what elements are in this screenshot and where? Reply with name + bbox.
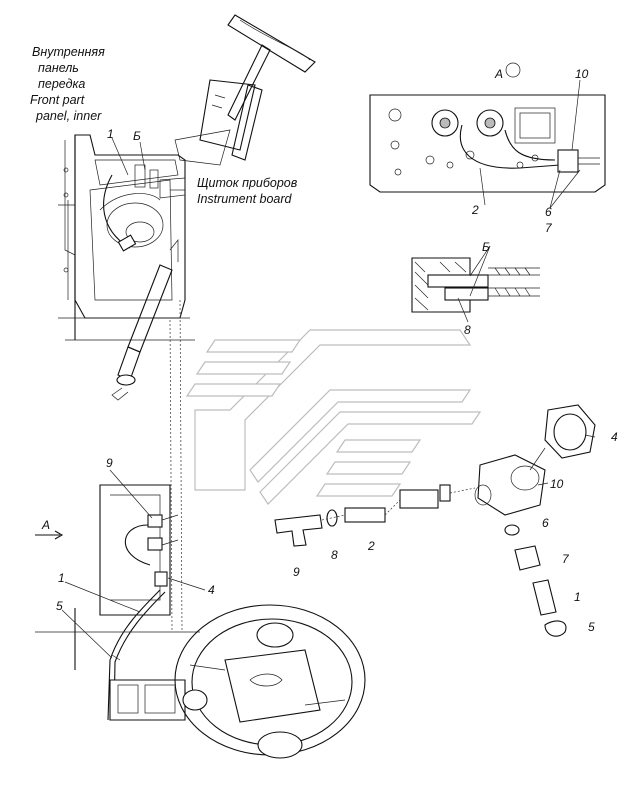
inner-panel-caption-2: панель <box>38 61 79 75</box>
callout-1-right: 1 <box>574 590 581 604</box>
callout-8-detail: 8 <box>464 323 471 337</box>
callout-7-right: 7 <box>562 552 570 566</box>
instrument-board-caption-1: Щиток приборов <box>197 176 298 190</box>
callout-10-top: 10 <box>575 67 589 81</box>
callout-2-top: 2 <box>471 203 479 217</box>
watermark-logo <box>185 329 482 505</box>
view-a-panel <box>369 62 606 193</box>
callout-2-bottom: 2 <box>367 539 375 553</box>
view-a-label: А <box>494 67 503 81</box>
callout-6-top: 6 <box>545 205 552 219</box>
inner-panel-caption-4: Front part <box>30 93 85 107</box>
exploded-parts <box>274 404 596 637</box>
callout-6-right: 6 <box>542 516 549 530</box>
inner-panel-caption-1: Внутренняя <box>32 45 105 59</box>
callout-9-left: 9 <box>106 456 113 470</box>
steering-wheel-sketch-top <box>174 14 316 166</box>
detail-b <box>411 245 540 313</box>
callout-9-bottom: 9 <box>293 565 300 579</box>
callout-1-top: 1 <box>107 127 114 141</box>
view-a-arrow-label: А <box>41 518 50 532</box>
callout-1-left: 1 <box>58 571 65 585</box>
callout-10-right: 10 <box>550 477 564 491</box>
instrument-board-caption-2: Instrument board <box>197 192 293 206</box>
view-b-detail-label: Б <box>482 240 490 254</box>
bottom-panel-view <box>35 484 366 759</box>
callout-4-left: 4 <box>208 583 215 597</box>
front-panel-view <box>58 134 195 631</box>
callout-5-right: 5 <box>588 620 595 634</box>
leader-lines <box>61 79 596 659</box>
callout-8-bottom: 8 <box>331 548 338 562</box>
inner-panel-caption-3: передка <box>38 77 85 91</box>
callout-5-left: 5 <box>56 599 63 613</box>
callout-7-top: 7 <box>545 221 553 235</box>
view-b-marker: Б <box>133 129 141 143</box>
callout-4-right: 4 <box>611 430 618 444</box>
inner-panel-caption-5: panel, inner <box>35 109 102 123</box>
